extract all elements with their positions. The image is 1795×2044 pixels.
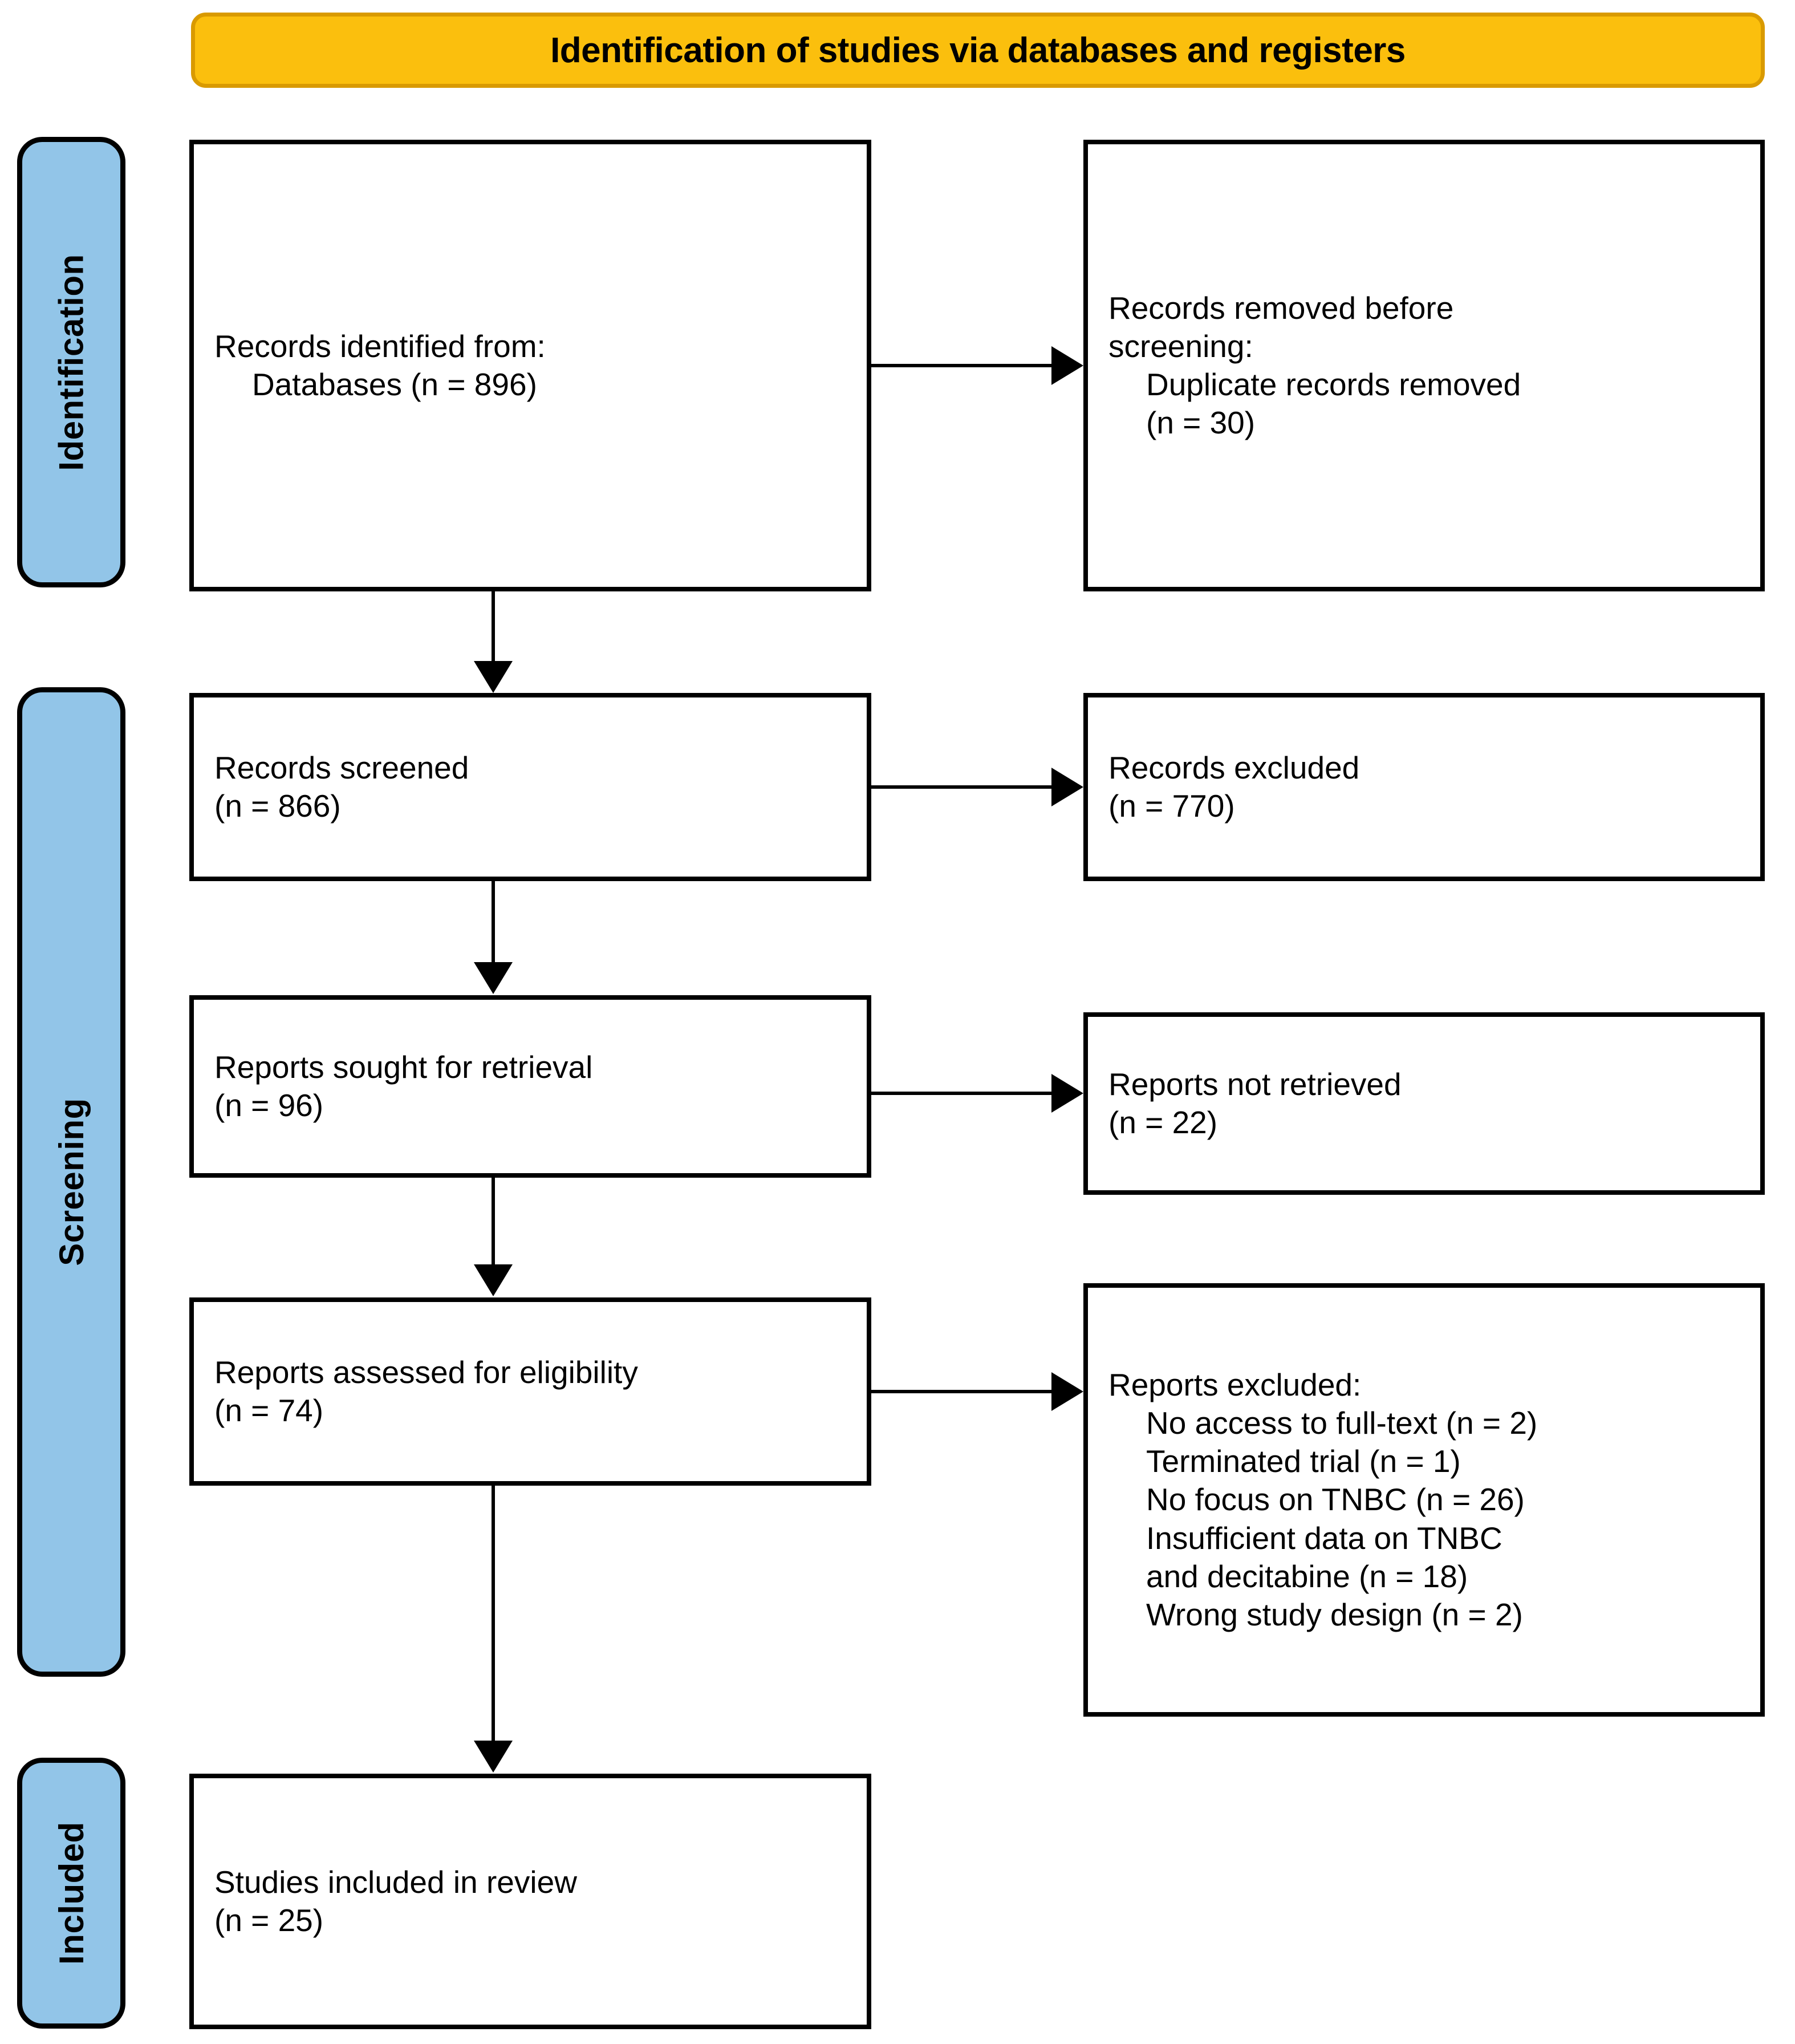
connector-screened-to-sought-arrow <box>474 962 513 994</box>
connector-screened-to-excluded-line <box>871 785 1051 789</box>
connector-assessed-to-excluded-arrow <box>1051 1372 1083 1411</box>
box-line: Reports not retrieved <box>1108 1066 1402 1102</box>
box-line: (n = 770) <box>1108 788 1235 824</box>
stage-label-screening: Screening <box>17 687 125 1677</box>
connector-assessed-to-included-line <box>492 1486 495 1745</box>
box-line: Records excluded <box>1108 749 1360 785</box>
box-line: Duplicate records removed <box>1146 367 1521 402</box>
box-reports-not-retrieved: Reports not retrieved (n = 22) <box>1083 1012 1765 1195</box>
box-line: Databases (n = 896) <box>252 367 537 402</box>
connector-assessed-to-excluded-line <box>871 1390 1051 1393</box>
box-line: Insufficient data on TNBC <box>1146 1520 1502 1556</box>
box-records-removed-before-screening: Records removed before screening: Duplic… <box>1083 140 1765 591</box>
box-line: Studies included in review <box>214 1864 577 1900</box>
box-studies-included-in-review: Studies included in review (n = 25) <box>189 1774 871 2029</box>
box-line: (n = 866) <box>214 788 341 824</box>
box-line: and decitabine (n = 18) <box>1146 1558 1468 1594</box>
box-line: Records removed before <box>1108 290 1454 326</box>
box-reports-assessed-for-eligibility: Reports assessed for eligibility (n = 74… <box>189 1297 871 1486</box>
stage-label-identification: Identification <box>17 137 125 587</box>
stage-label-included: Included <box>17 1758 125 2029</box>
box-line: Records identified from: <box>214 328 546 364</box>
box-line: Wrong study design (n = 2) <box>1146 1596 1523 1632</box>
connector-identified-to-screened-arrow <box>474 661 513 693</box>
box-line: (n = 74) <box>214 1393 324 1428</box>
box-records-excluded: Records excluded (n = 770) <box>1083 693 1765 881</box>
box-records-screened: Records screened (n = 866) <box>189 693 871 881</box>
diagram-header-banner: Identification of studies via databases … <box>191 13 1765 88</box>
box-line: Reports assessed for eligibility <box>214 1354 638 1390</box>
box-line: (n = 30) <box>1146 405 1256 441</box>
box-line: (n = 25) <box>214 1903 324 1938</box>
box-line: screening: <box>1108 328 1253 364</box>
connector-screened-to-sought-line <box>492 881 495 967</box>
connector-identified-to-removed-arrow <box>1051 346 1083 385</box>
connector-identified-to-removed-line <box>871 364 1051 367</box>
box-line: No focus on TNBC (n = 26) <box>1146 1482 1525 1518</box>
connector-sought-to-assessed-arrow <box>474 1264 513 1296</box>
box-line: No access to full-text (n = 2) <box>1146 1405 1538 1441</box>
box-reports-sought-for-retrieval: Reports sought for retrieval (n = 96) <box>189 995 871 1178</box>
box-reports-excluded-detailed: Reports excluded: No access to full-text… <box>1083 1283 1765 1717</box>
box-line: (n = 22) <box>1108 1105 1218 1140</box>
connector-sought-to-assessed-line <box>492 1178 495 1269</box>
stage-label-screening-text: Screening <box>52 1098 91 1266</box>
banner-title: Identification of studies via databases … <box>550 30 1406 70</box>
box-line: Records screened <box>214 749 469 785</box>
box-line: Reports sought for retrieval <box>214 1049 593 1085</box>
connector-sought-to-not-retrieved-line <box>871 1092 1051 1095</box>
stage-label-identification-text: Identification <box>52 253 91 471</box>
connector-screened-to-excluded-arrow <box>1051 768 1083 806</box>
box-line: (n = 96) <box>214 1088 324 1123</box>
box-line: Terminated trial (n = 1) <box>1146 1443 1461 1479</box>
connector-identified-to-screened-line <box>492 591 495 666</box>
box-records-identified: Records identified from: Databases (n = … <box>189 140 871 591</box>
connector-assessed-to-included-arrow <box>474 1741 513 1773</box>
box-line: Reports excluded: <box>1108 1367 1362 1403</box>
stage-label-included-text: Included <box>52 1822 91 1965</box>
connector-sought-to-not-retrieved-arrow <box>1051 1074 1083 1113</box>
